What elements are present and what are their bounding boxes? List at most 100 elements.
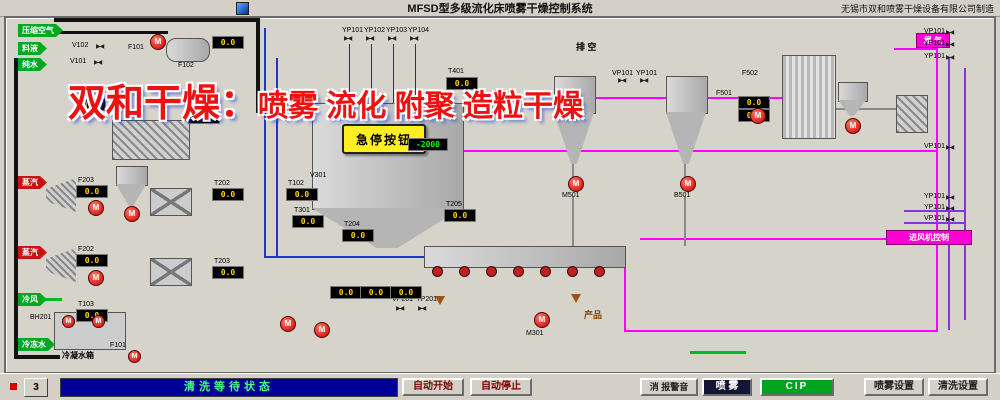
instrument-tag: YP101 (924, 204, 946, 211)
pump-motor-icon[interactable]: M (128, 350, 141, 363)
pump-motor-icon[interactable]: M (280, 316, 296, 332)
bag-filter (896, 95, 928, 133)
agitator-motor-icon[interactable]: M (92, 315, 105, 328)
cip-button[interactable]: CIP (760, 378, 834, 396)
fluid-bed (424, 246, 626, 268)
clean-settings-button[interactable]: 清洗设置 (928, 378, 988, 396)
valve-icon[interactable]: ▶◀ (946, 30, 954, 36)
instrument-tag: YP101 (924, 53, 946, 60)
valve-icon[interactable]: ▶◀ (618, 78, 626, 84)
value-display: 0.0 (76, 254, 108, 267)
heat-exchanger-1 (150, 188, 192, 216)
condensate-tank-label: 冷凝水箱 (62, 351, 94, 360)
valve-icon[interactable]: ▶◀ (946, 195, 954, 201)
pipe (948, 58, 950, 330)
fan-motor-icon[interactable]: M (150, 34, 166, 50)
page-title: MFSD型多级流化床喷雾干燥控制系统 (407, 3, 593, 15)
spray-button[interactable]: 喷 雾 (702, 378, 752, 396)
value-display: 0.0 (360, 286, 392, 299)
pipe (894, 48, 938, 50)
value-display: 0.0 (390, 286, 422, 299)
instrument-tag: B501 (674, 192, 691, 199)
feed-label: 料液 (18, 42, 47, 55)
drying-tower (312, 103, 464, 210)
valve-icon[interactable]: ▶◀ (640, 78, 648, 84)
valve-icon[interactable]: ▶◀ (94, 60, 102, 66)
instrument-tag: YP101 (924, 193, 946, 200)
valve-icon[interactable]: ▶◀ (344, 36, 352, 42)
instrument-tag: YP102 (364, 27, 386, 34)
app-icon (236, 2, 249, 15)
air-heater (112, 120, 190, 160)
cyclone-motor-icon[interactable]: M (568, 176, 584, 192)
cyclone-motor-icon[interactable]: M (680, 176, 696, 192)
value-display: 0.0 (212, 188, 244, 201)
instrument-tag: VP101 (924, 28, 946, 35)
auto-start-button[interactable]: 自动开始 (402, 378, 464, 396)
fan-motor-icon[interactable]: M (750, 108, 766, 124)
cyclone-2 (666, 76, 708, 114)
pump-motor-icon[interactable]: M (314, 322, 330, 338)
instrument-tag: T101 (76, 90, 92, 97)
pipe (371, 44, 372, 104)
instrument-tag: M301 (526, 330, 544, 337)
fan-motor-icon[interactable]: M (845, 118, 861, 134)
value-display: 0.0 (446, 77, 478, 90)
product-label: 产品 (584, 310, 603, 320)
valve-icon[interactable]: ▶◀ (396, 306, 404, 312)
pipe (54, 18, 258, 22)
valve-icon[interactable]: ▶◀ (946, 145, 954, 151)
valve-icon[interactable]: ▶◀ (410, 36, 418, 42)
instrument-tag: T204 (344, 221, 360, 228)
value-display: 0.0 (342, 229, 374, 242)
instrument-tag: T202 (214, 180, 230, 187)
valve-icon[interactable]: ▶◀ (946, 206, 954, 212)
valve-icon[interactable]: ▶◀ (946, 217, 954, 223)
agitator-motor-icon[interactable]: M (62, 315, 75, 328)
instrument-tag: YP101 (924, 40, 946, 47)
instrument-tag: YP201 (416, 296, 438, 303)
vent-label: 排 空 (576, 42, 597, 52)
pump-motor-icon[interactable]: M (124, 206, 140, 222)
instrument-tag: M501 (562, 192, 580, 199)
page-button[interactable]: 3 (24, 378, 48, 397)
valve-icon[interactable]: ▶◀ (388, 36, 396, 42)
valve-icon[interactable]: ▶◀ (946, 55, 954, 61)
instrument-tag: YP104 (408, 27, 430, 34)
title-bar: MFSD型多级流化床喷雾干燥控制系统 无锡市双和喷雾干燥设备有限公司制造 (0, 0, 1000, 17)
mute-alarm-button[interactable]: 消 报警音 (640, 378, 698, 396)
pump-motor-icon[interactable]: M (534, 312, 550, 328)
pipe (904, 222, 964, 224)
roller (432, 266, 443, 277)
pipe (964, 68, 966, 320)
pipe (415, 44, 416, 104)
valve-icon[interactable]: ▶◀ (96, 44, 104, 50)
valve-icon[interactable]: ▶◀ (366, 36, 374, 42)
pipe (624, 266, 626, 332)
pipe (904, 210, 964, 212)
pump-motor-icon[interactable]: M (88, 270, 104, 286)
feed-label: 压缩空气 (18, 24, 63, 37)
pipe (54, 31, 168, 34)
value-display: 0.0 (74, 98, 106, 111)
pipe (684, 162, 686, 178)
pipe (833, 108, 896, 110)
roller (567, 266, 578, 277)
spray-settings-button[interactable]: 喷雾设置 (864, 378, 924, 396)
pipe (624, 330, 936, 332)
pump-motor-icon[interactable]: M (88, 200, 104, 216)
pipe (14, 355, 60, 359)
instrument-tag: F502 (742, 70, 758, 77)
instrument-tag: YP101 (636, 70, 658, 77)
instrument-tag: F101 (128, 44, 144, 51)
valve-icon[interactable]: ▶◀ (418, 306, 426, 312)
roller (513, 266, 524, 277)
pipe (690, 351, 746, 354)
left-cyclone (116, 166, 148, 186)
auto-stop-button[interactable]: 自动停止 (470, 378, 532, 396)
feed-label: 冷风 (18, 293, 47, 306)
pipe (256, 18, 260, 112)
pipe (264, 99, 316, 101)
pipe (572, 162, 574, 178)
valve-icon[interactable]: ▶◀ (946, 42, 954, 48)
